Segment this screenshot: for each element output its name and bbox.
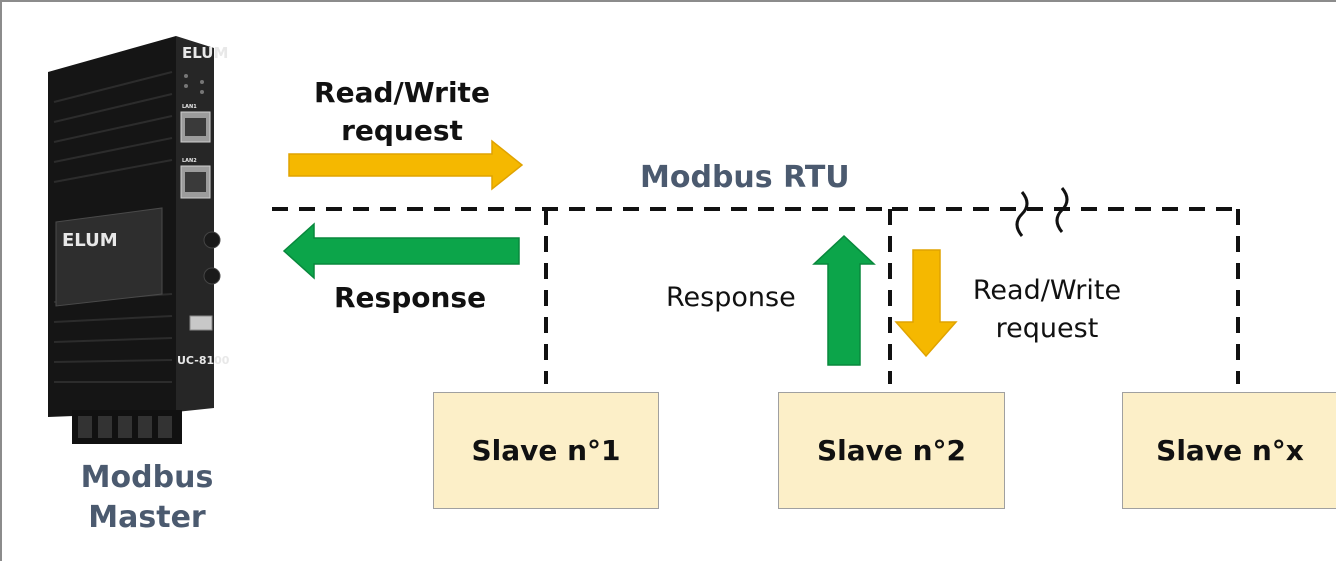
device-port-label-1: LAN1 — [182, 104, 197, 110]
device-brand-side: ELUM — [62, 230, 118, 251]
slave-box-2: Slave n°2 — [778, 392, 1005, 509]
bus-break-mark-2 — [1055, 187, 1069, 233]
device-brand-top: ELUM — [182, 44, 228, 62]
device-model-label: UC-8100 — [177, 354, 230, 367]
bus-break-mark-1 — [1015, 191, 1029, 237]
master-label: Modbus Master — [62, 458, 232, 538]
device-port-label-2: LAN2 — [182, 158, 197, 164]
right-request-line2: request — [995, 313, 1099, 344]
left-request-label: Read/Write request — [292, 74, 512, 150]
request-arrow-down — [894, 249, 958, 358]
request-arrow-right — [288, 139, 524, 191]
slave-box-x: Slave n°x — [1122, 392, 1336, 509]
left-request-line1: Read/Write — [314, 76, 490, 109]
mid-response-label: Response — [666, 282, 796, 313]
right-request-line1: Read/Write — [972, 275, 1122, 306]
slave-box-1: Slave n°1 — [433, 392, 659, 509]
left-response-label: Response — [334, 281, 487, 314]
response-arrow-left — [282, 222, 520, 280]
right-request-label: Read/Write request — [952, 272, 1142, 348]
device-illustration: ELUM ELUM LAN1 LAN2 UC-8100 — [48, 36, 230, 444]
bus-label: Modbus RTU — [640, 160, 850, 195]
modbus-master-device: ELUM ELUM LAN1 LAN2 UC-8100 — [42, 32, 242, 452]
response-arrow-up — [812, 234, 876, 366]
master-label-line1: Modbus — [80, 460, 214, 495]
master-label-line2: Master — [88, 500, 206, 535]
left-request-line2: request — [341, 114, 463, 147]
